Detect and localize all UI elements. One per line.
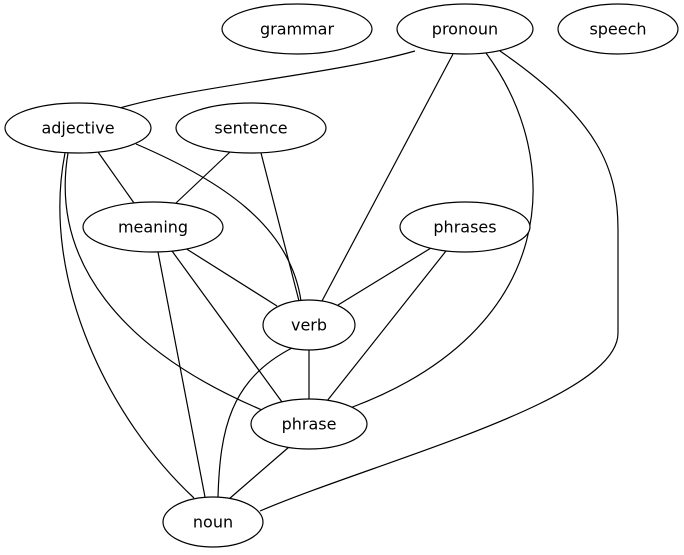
node-phrases-ellipse [399, 201, 531, 253]
node-meaning-ellipse [82, 201, 224, 253]
edge-phrases-verb [337, 247, 432, 306]
node-speech-ellipse [557, 3, 679, 55]
node-adjective: adjective [4, 102, 152, 154]
node-phrase: phrase [250, 398, 368, 450]
node-pronoun: pronoun [396, 3, 534, 55]
node-phrase-ellipse [250, 398, 368, 450]
node-verb-ellipse [262, 299, 356, 351]
node-pronoun-ellipse [396, 3, 534, 55]
edge-phrases-phrase [326, 250, 447, 402]
node-noun-ellipse [162, 496, 264, 548]
edge-adjective-meaning [97, 151, 135, 204]
edge-adjective-verb [135, 143, 302, 302]
node-noun: noun [162, 496, 264, 548]
node-meaning-label: meaning [118, 218, 188, 237]
node-phrase-label: phrase [282, 415, 337, 434]
edge-layer [59, 50, 619, 512]
edge-meaning-verb [184, 247, 278, 307]
node-pronoun-label: pronoun [432, 20, 498, 39]
node-phrases: phrases [399, 201, 531, 253]
edge-adjective-phrase [64, 152, 263, 411]
node-sentence: sentence [175, 102, 327, 154]
node-grammar: grammar [221, 3, 373, 55]
node-phrases-label: phrases [433, 218, 496, 237]
edge-verb-noun [217, 347, 293, 498]
node-noun-label: noun [193, 513, 233, 532]
node-meaning: meaning [82, 201, 224, 253]
node-layer: grammar pronoun speech adjective sentence mea… [4, 3, 679, 548]
node-verb: verb [262, 299, 356, 351]
edge-pronoun-noun [259, 50, 619, 512]
node-adjective-ellipse [4, 102, 152, 154]
node-speech: speech [557, 3, 679, 55]
edge-phrase-noun [228, 446, 290, 500]
node-adjective-label: adjective [41, 119, 114, 138]
node-grammar-ellipse [221, 3, 373, 55]
node-sentence-ellipse [175, 102, 327, 154]
node-sentence-label: sentence [214, 119, 287, 138]
edge-pronoun-phrase [349, 52, 534, 409]
edge-pronoun-verb [321, 53, 454, 302]
node-speech-label: speech [589, 20, 646, 39]
edge-pronoun-adjective [119, 50, 416, 109]
edge-meaning-noun [157, 251, 206, 498]
edge-meaning-phrase [171, 250, 283, 403]
edge-sentence-meaning [175, 151, 231, 204]
node-verb-label: verb [291, 316, 327, 335]
node-grammar-label: grammar [260, 20, 335, 39]
edge-adjective-noun [59, 152, 195, 499]
edge-sentence-verb [260, 152, 300, 302]
